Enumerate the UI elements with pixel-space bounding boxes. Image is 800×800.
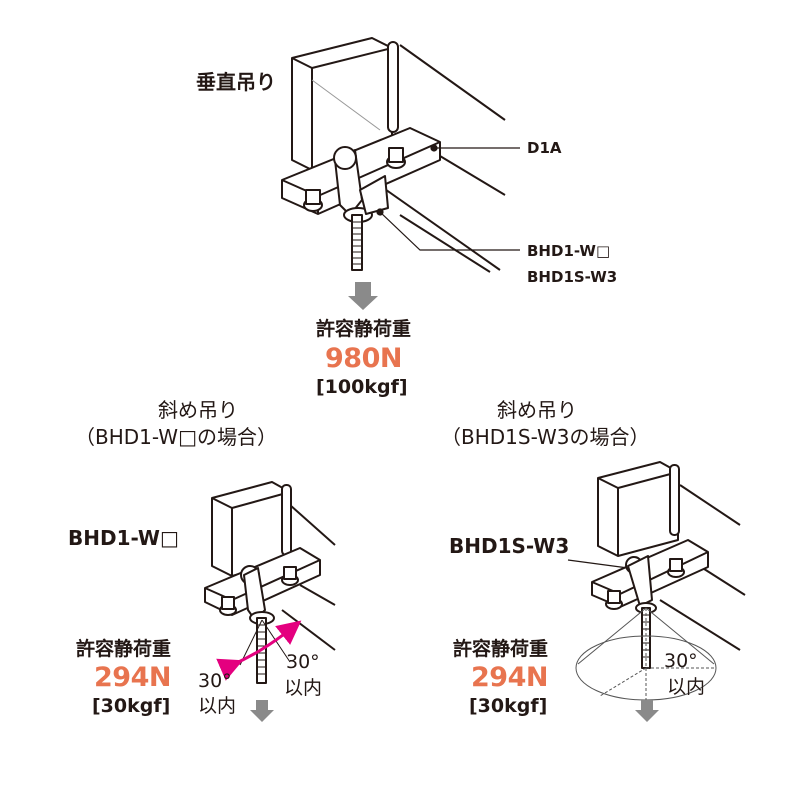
top-title: 垂直吊り [196,70,276,94]
left-angle-right: 30° [286,651,320,673]
top-callout-bhd1sw3: BHD1S-W3 [527,268,618,286]
top-callout-leaders [376,144,520,251]
left-subtitle: （BHD1-W□の場合） [75,425,277,449]
right-title: 斜め吊り [497,398,577,422]
left-angle-right-note: 以内 [284,677,323,699]
left-swing-arrow [216,620,302,681]
top-callout-bhd1w: BHD1-W□ [527,242,611,260]
top-load-arrow [348,282,378,310]
left-load-title: 許容静荷重 [76,638,172,660]
left-part-label: BHD1-W□ [68,526,179,550]
top-load-value: 980N [325,343,402,374]
top-illustration [281,37,506,273]
right-part-label: BHD1S-W3 [449,534,570,558]
left-load-value: 294N [94,662,171,693]
right-load-title: 許容静荷重 [453,638,549,660]
right-swing-cone [575,607,717,701]
left-load-kgf: [30kgf] [92,695,171,717]
left-angle-left: 30° [198,670,232,692]
top-load-kgf: [100kgf] [316,376,408,398]
left-angle-left-note: 以内 [198,695,237,717]
right-load-arrow [635,700,659,722]
right-load-value: 294N [471,662,548,693]
left-title: 斜め吊り [158,398,238,422]
right-angle: 30° [664,650,698,672]
left-load-arrow [250,700,274,722]
right-callout-leader [567,559,629,569]
right-angle-note: 以内 [667,676,706,698]
top-load-title: 許容静荷重 [316,318,412,340]
right-subtitle: （BHD1S-W3の場合） [441,425,650,449]
top-callout-d1a: D1A [527,139,562,157]
right-load-kgf: [30kgf] [469,695,548,717]
